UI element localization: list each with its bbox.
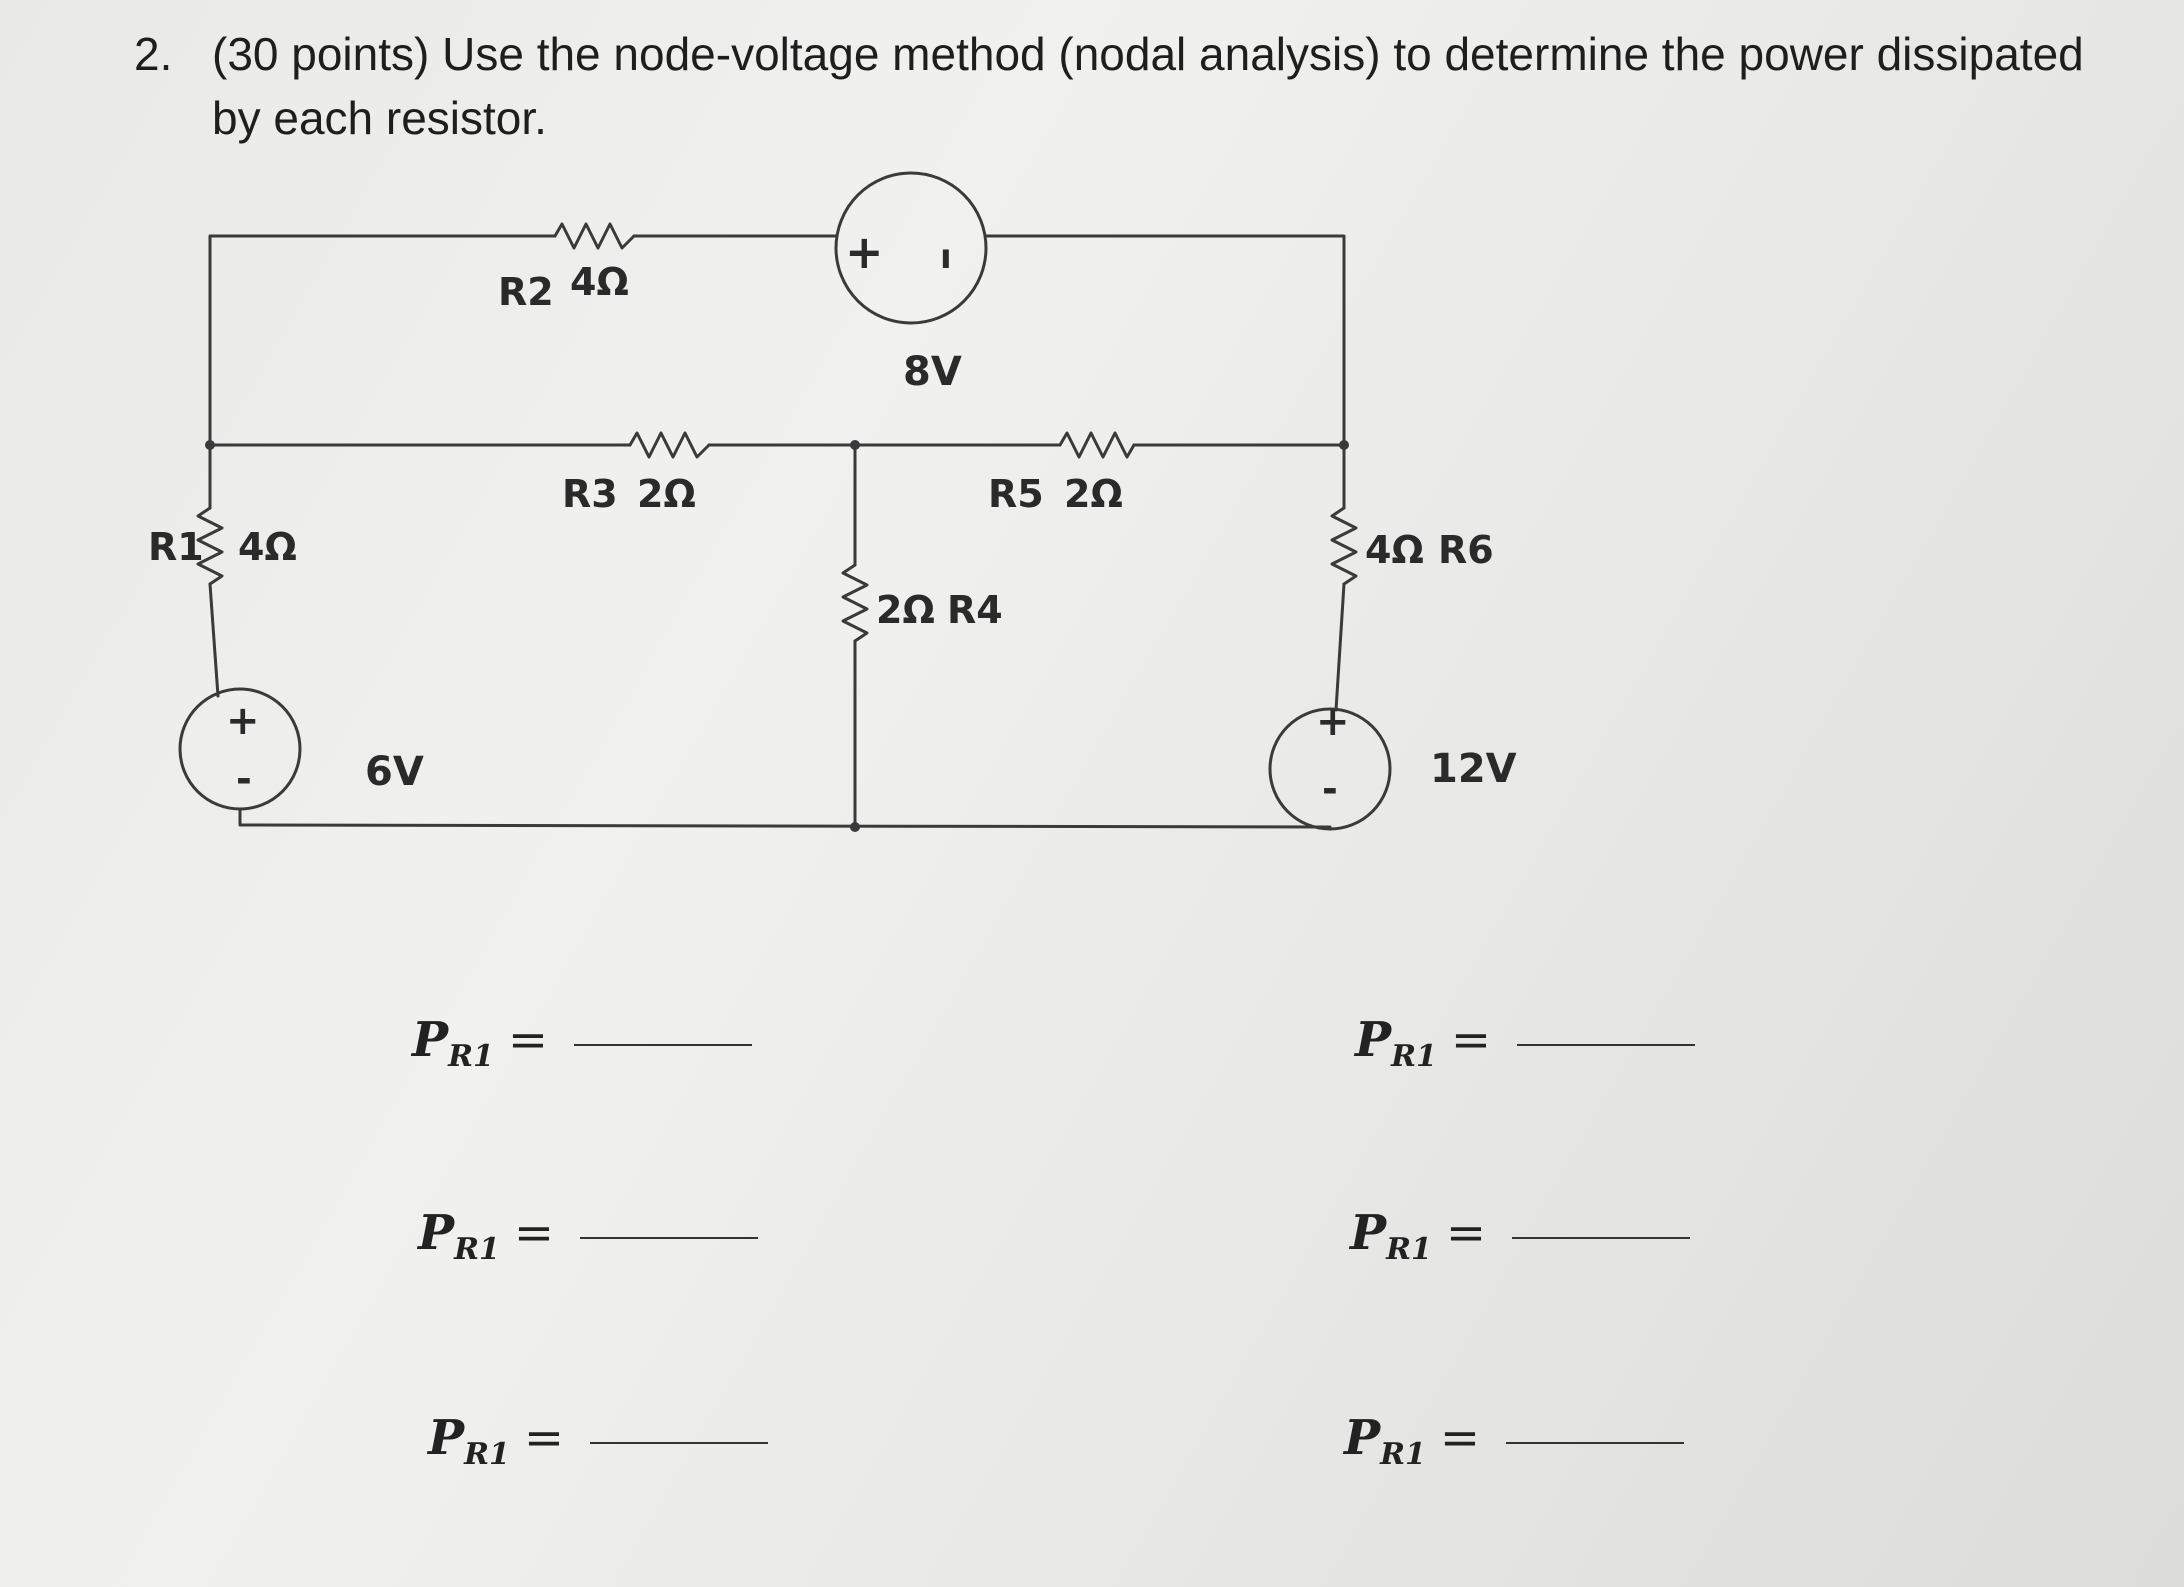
answer-line-5: PR1 = bbox=[1350, 1205, 1691, 1267]
wire-left-to-source bbox=[208, 582, 220, 698]
r2-value: 4Ω bbox=[570, 260, 629, 304]
answer-line-2: PR1 = bbox=[418, 1205, 759, 1267]
source-12v-label: 12V bbox=[1430, 746, 1517, 792]
node-left bbox=[205, 440, 215, 450]
answer-blank[interactable] bbox=[1517, 1042, 1696, 1046]
r2-resistor bbox=[553, 222, 636, 250]
r6-value: 4Ω bbox=[1365, 528, 1424, 572]
power-subscript: R1 bbox=[448, 1039, 494, 1074]
answer-blank[interactable] bbox=[580, 1235, 759, 1239]
answer-line-4: PR1 = bbox=[1355, 1012, 1696, 1074]
equals-sign: = bbox=[1450, 1012, 1492, 1068]
power-symbol: P bbox=[412, 1012, 449, 1068]
r5-resistor bbox=[1058, 431, 1136, 459]
node-right bbox=[1339, 440, 1349, 450]
source-8v-label: 8V bbox=[903, 349, 962, 395]
wire-bottom bbox=[238, 807, 1332, 831]
r3-resistor bbox=[628, 431, 711, 459]
source-6v-label: 6V bbox=[365, 749, 424, 795]
answer-line-1: PR1 = bbox=[412, 1012, 753, 1074]
node-bottom-center bbox=[850, 822, 860, 832]
r4-label: R4 bbox=[947, 588, 1003, 632]
power-subscript: R1 bbox=[1386, 1232, 1432, 1267]
source-8v-plus: + bbox=[845, 225, 884, 279]
r1-value: 4Ω bbox=[238, 525, 297, 569]
r4-value: 2Ω bbox=[876, 588, 935, 632]
answer-blank[interactable] bbox=[574, 1042, 753, 1046]
r6-label: R6 bbox=[1438, 528, 1494, 572]
power-symbol: P bbox=[1355, 1012, 1392, 1068]
power-subscript: R1 bbox=[454, 1232, 500, 1267]
r2-label: R2 bbox=[498, 270, 554, 314]
power-symbol: P bbox=[428, 1410, 465, 1466]
question-number: 2. bbox=[134, 28, 173, 80]
equals-sign: = bbox=[1439, 1410, 1481, 1466]
node-center bbox=[850, 440, 860, 450]
power-symbol: P bbox=[1350, 1205, 1387, 1261]
equals-sign: = bbox=[507, 1012, 549, 1068]
source-12v-plus: + bbox=[1316, 699, 1350, 745]
power-symbol: P bbox=[1344, 1410, 1381, 1466]
power-symbol: P bbox=[418, 1205, 455, 1261]
answer-blank[interactable] bbox=[590, 1440, 769, 1444]
source-6v-plus: + bbox=[226, 698, 260, 744]
equals-sign: = bbox=[523, 1410, 565, 1466]
power-subscript: R1 bbox=[1391, 1039, 1437, 1074]
wire-right-to-source bbox=[1334, 582, 1346, 712]
power-subscript: R1 bbox=[464, 1437, 510, 1472]
r1-label: R1 bbox=[148, 525, 204, 569]
answer-blank[interactable] bbox=[1512, 1235, 1691, 1239]
answer-line-6: PR1 = bbox=[1344, 1410, 1685, 1472]
equals-sign: = bbox=[513, 1205, 555, 1261]
r3-value: 2Ω bbox=[637, 472, 696, 516]
answer-blank[interactable] bbox=[1506, 1440, 1685, 1444]
equals-sign: = bbox=[1445, 1205, 1487, 1261]
source-8v-circle bbox=[834, 171, 988, 325]
r4-resistor bbox=[841, 563, 869, 643]
r5-label: R5 bbox=[988, 472, 1044, 516]
power-subscript: R1 bbox=[1380, 1437, 1426, 1472]
wire-top-left bbox=[208, 234, 557, 447]
wire-top-right bbox=[984, 234, 1346, 447]
source-6v-minus: - bbox=[236, 757, 252, 801]
r1-resistor bbox=[196, 506, 224, 586]
r6-resistor bbox=[1330, 506, 1358, 586]
source-8v-tick: ı bbox=[940, 237, 952, 277]
r5-value: 2Ω bbox=[1064, 472, 1123, 516]
source-12v-minus: - bbox=[1322, 767, 1338, 811]
question-text: (30 points) Use the node-voltage method … bbox=[212, 28, 2084, 144]
answer-line-3: PR1 = bbox=[428, 1410, 769, 1472]
r3-label: R3 bbox=[562, 472, 618, 516]
